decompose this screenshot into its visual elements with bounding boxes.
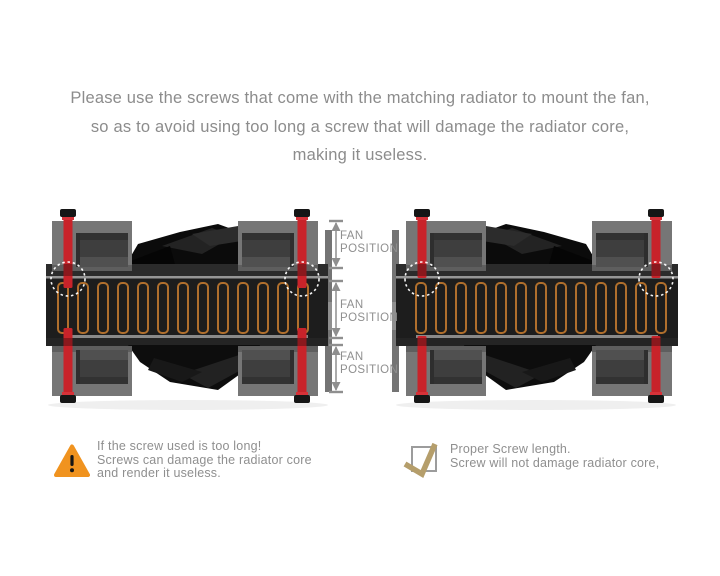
screw-too-long-top-right [294, 209, 310, 288]
dimension-arrows [329, 219, 343, 394]
screw-tip-highlight-circle [638, 261, 674, 297]
left-fan-assembly [46, 209, 332, 410]
fan-position-label-line: POSITION [340, 242, 399, 255]
proper-length-note: Proper Screw length. Screw will not dama… [450, 442, 710, 470]
fan-position-label-middle: FAN POSITION [340, 299, 410, 324]
dimension-arrow-middle [329, 279, 343, 340]
proper-note-line: Proper Screw length. [450, 442, 571, 456]
proper-note-line: Screw will not damage radiator core, [450, 455, 660, 470]
instruction-line-3: making it useless. [292, 146, 428, 164]
dimension-arrow-bottom [329, 343, 343, 394]
screw-tip-highlight-circle [284, 261, 320, 297]
instruction-line-1: Please use the screws that come with the… [70, 89, 650, 107]
fan-radiator-body [46, 221, 332, 410]
screw-tip-highlight-circle [50, 261, 86, 297]
warning-note-line: If the screw used is too long! [97, 439, 262, 453]
fan-position-label-line: FAN [340, 299, 364, 311]
fan-position-label-line: POSITION [340, 363, 399, 376]
fan-radiator-body [392, 221, 678, 410]
warning-note-line: and render it useless. [97, 466, 221, 480]
fan-position-label-line: FAN [340, 230, 364, 242]
warning-note: If the screw used is too long! Screws ca… [97, 439, 367, 481]
fan-position-label-top: FAN POSITION [340, 230, 410, 255]
warning-note-line: Screws can damage the radiator core [97, 452, 312, 467]
screw-proper-bottom-right [414, 336, 430, 403]
dimension-arrow-top [329, 219, 343, 270]
checkmark-icon [403, 442, 438, 478]
screw-tip-highlight-circle [404, 261, 440, 297]
warning-triangle-icon [54, 444, 90, 477]
right-fan-assembly [392, 209, 678, 410]
fan-position-label-bottom: FAN POSITION [340, 351, 410, 376]
instruction-line-2: so as to avoid using too long a screw th… [90, 117, 630, 136]
fan-position-label-line: FAN [340, 351, 364, 363]
screw-too-long-bottom-left [60, 328, 76, 403]
fan-position-label-line: POSITION [340, 311, 399, 324]
screw-too-long-bottom-right [294, 328, 310, 403]
screw-proper-bottom-left [648, 336, 664, 403]
instruction-text: Please use the screws that come with the… [0, 84, 720, 170]
screw-too-long-top-left [60, 209, 76, 288]
